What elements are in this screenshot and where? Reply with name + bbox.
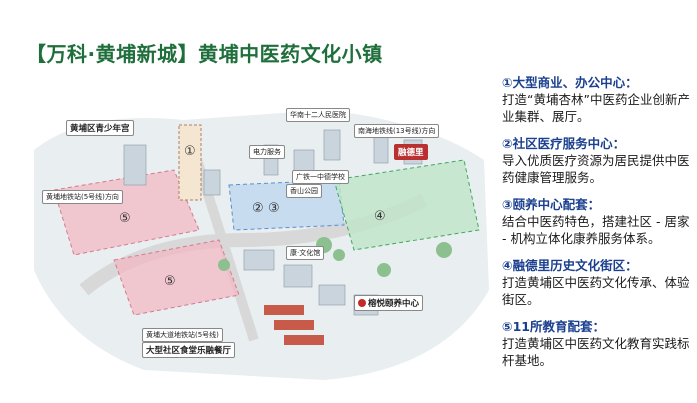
- label-huangpu-metro: 黄埔地铁站(5号线)方向: [42, 190, 123, 204]
- feature-item-5: ⑤11所教育配套： 打造黄埔区中医药文化教育实践标杆基地。: [502, 318, 692, 369]
- zone-3-number: ③: [268, 201, 280, 216]
- title-main: 黄埔中医药文化小镇: [198, 42, 383, 66]
- feature-1-body: 打造“黄埔杏林”中医药企业创新产业集群、展厅。: [502, 92, 690, 124]
- page-title: 【万科·黄埔新城】黄埔中医药文化小镇: [26, 38, 383, 67]
- label-hospital: 华南十二人民医院: [286, 108, 350, 122]
- feature-2-body: 导入优质医疗资源为居民提供中医药健康管理服务。: [502, 153, 690, 185]
- feature-1-head: ①大型商业、办公中心：: [502, 75, 638, 90]
- feature-5-body: 打造黄埔区中医药文化教育实践标杆基地。: [502, 336, 690, 368]
- map-illustration: ① ② ③ ④ ⑤ ⑤: [34, 110, 489, 380]
- zone-1-number: ①: [184, 144, 196, 159]
- label-metro-station: 黄埔大道地铁站(5号线): [142, 328, 223, 342]
- feature-item-2: ②社区医疗服务中心： 导入优质医疗资源为居民提供中医药健康管理服务。: [502, 135, 692, 186]
- zone-2-number: ②: [252, 201, 264, 216]
- feature-4-head: ④融德里历史文化街区：: [502, 258, 638, 273]
- feature-list: ①大型商业、办公中心： 打造“黄埔杏林”中医药企业创新产业集群、展厅。 ②社区医…: [502, 74, 692, 379]
- location-pin-icon: [358, 299, 366, 307]
- label-wellness-center-text: 榕悦颐养中心: [368, 299, 420, 309]
- feature-item-1: ①大型商业、办公中心： 打造“黄埔杏林”中医药企业创新产业集群、展厅。: [502, 74, 692, 125]
- feature-2-head: ②社区医疗服务中心：: [502, 136, 626, 151]
- label-canteen: 大型社区食堂乐融餐厅: [142, 342, 236, 358]
- feature-4-body: 打造黄埔区中医药文化传承、体验街区。: [502, 275, 690, 307]
- label-ronghde: 融德里: [394, 144, 428, 160]
- label-guangxi-school: 广铁一中德学校: [292, 170, 349, 184]
- site-map: ① ② ③ ④ ⑤ ⑤ 黄埔区青少年宫 华南十二人民医院 南海地铁线(13号线)…: [24, 90, 494, 390]
- label-power: 电力服务: [249, 145, 285, 159]
- label-wellness-center: 榕悦颐养中心: [354, 295, 424, 311]
- zone-5a-number: ⑤: [119, 211, 131, 226]
- feature-5-head: ⑤11所教育配套：: [502, 319, 605, 334]
- feature-item-3: ③颐养中心配套： 结合中医药特色，搭建社区 - 居家 - 机构立体化康养服务体系…: [502, 196, 692, 247]
- label-youth-palace: 黄埔区青少年宫: [66, 120, 134, 136]
- feature-3-body: 结合中医药特色，搭建社区 - 居家 - 机构立体化康养服务体系。: [502, 214, 690, 246]
- feature-item-4: ④融德里历史文化街区： 打造黄埔区中医药文化传承、体验街区。: [502, 257, 692, 308]
- label-wellness-culture: 康·文化馆: [286, 246, 325, 260]
- zone-5b-number: ⑤: [164, 274, 176, 289]
- label-xiangshan-park: 香山公园: [286, 184, 322, 198]
- title-project: 【万科·黄埔新城】: [26, 42, 199, 66]
- feature-3-head: ③颐养中心配套：: [502, 197, 601, 212]
- zone-4-number: ④: [374, 209, 386, 224]
- label-nanhai-metro: 南海地铁线(13号线)方向: [354, 124, 440, 138]
